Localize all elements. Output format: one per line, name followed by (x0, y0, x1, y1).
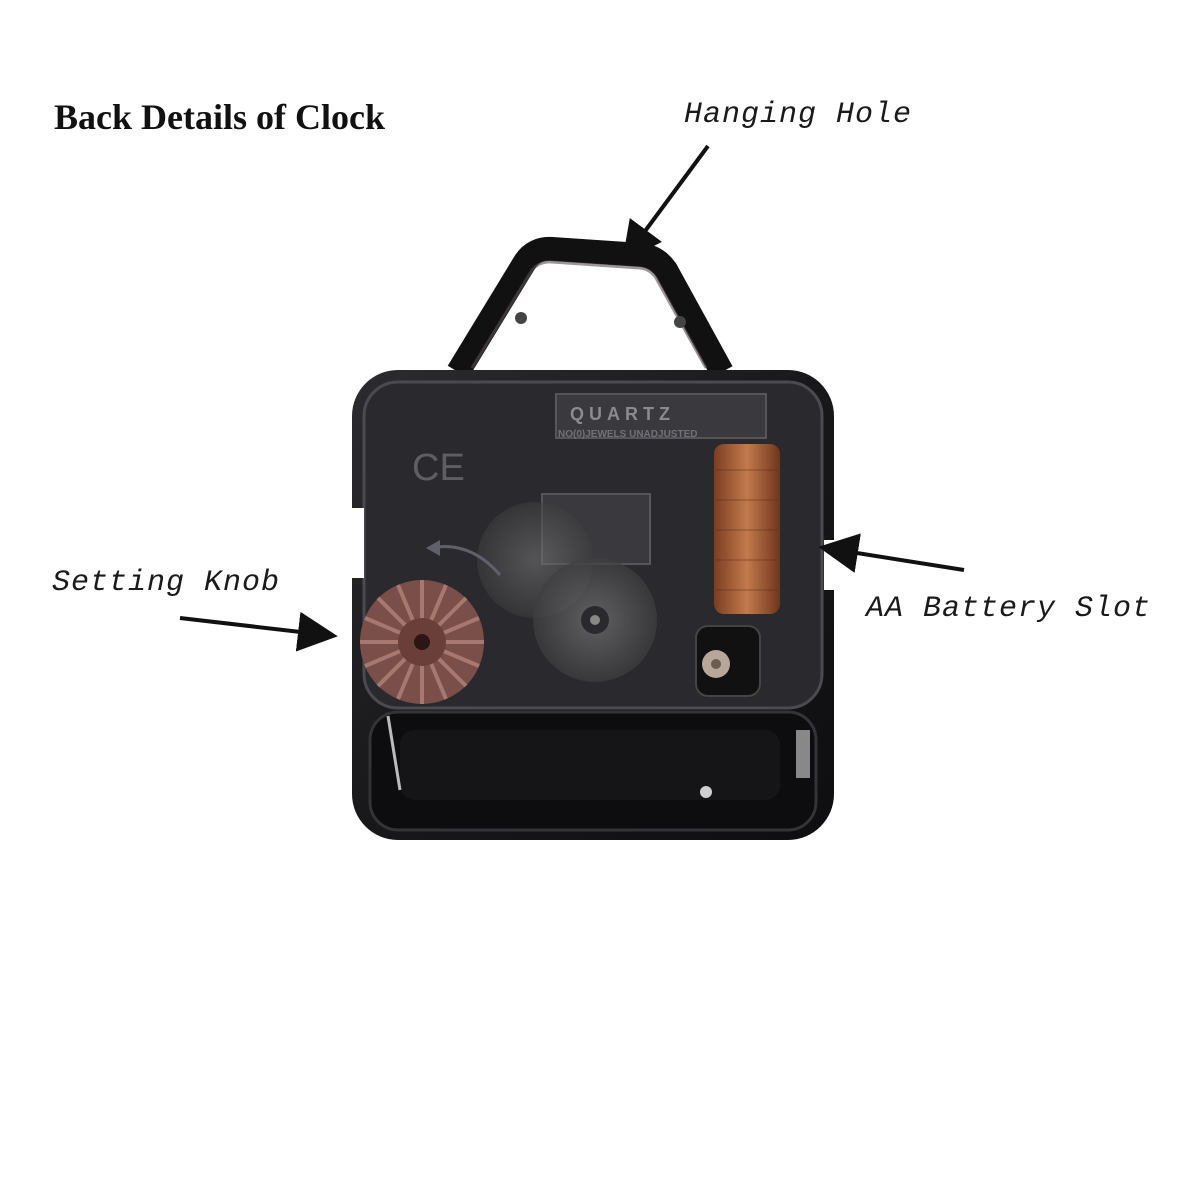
quartz-mark: QUARTZ (570, 404, 675, 424)
ce-mark: CE (412, 447, 465, 489)
hanging-hole-arrow (622, 144, 710, 263)
setting-knob[interactable] (360, 580, 484, 704)
battery-slot-label: AA Battery Slot (866, 592, 1152, 626)
setting-knob-arrow (179, 611, 338, 652)
setting-knob-label: Setting Knob (52, 566, 281, 600)
jewels-mark: NO(0)JEWELS UNADJUSTED (558, 429, 697, 440)
hanging-hook (447, 236, 733, 379)
copper-coil (714, 444, 780, 614)
hanging-hole-label: Hanging Hole (684, 98, 913, 132)
page-title: Back Details of Clock (54, 97, 385, 137)
battery-slot-arrow (818, 533, 965, 573)
